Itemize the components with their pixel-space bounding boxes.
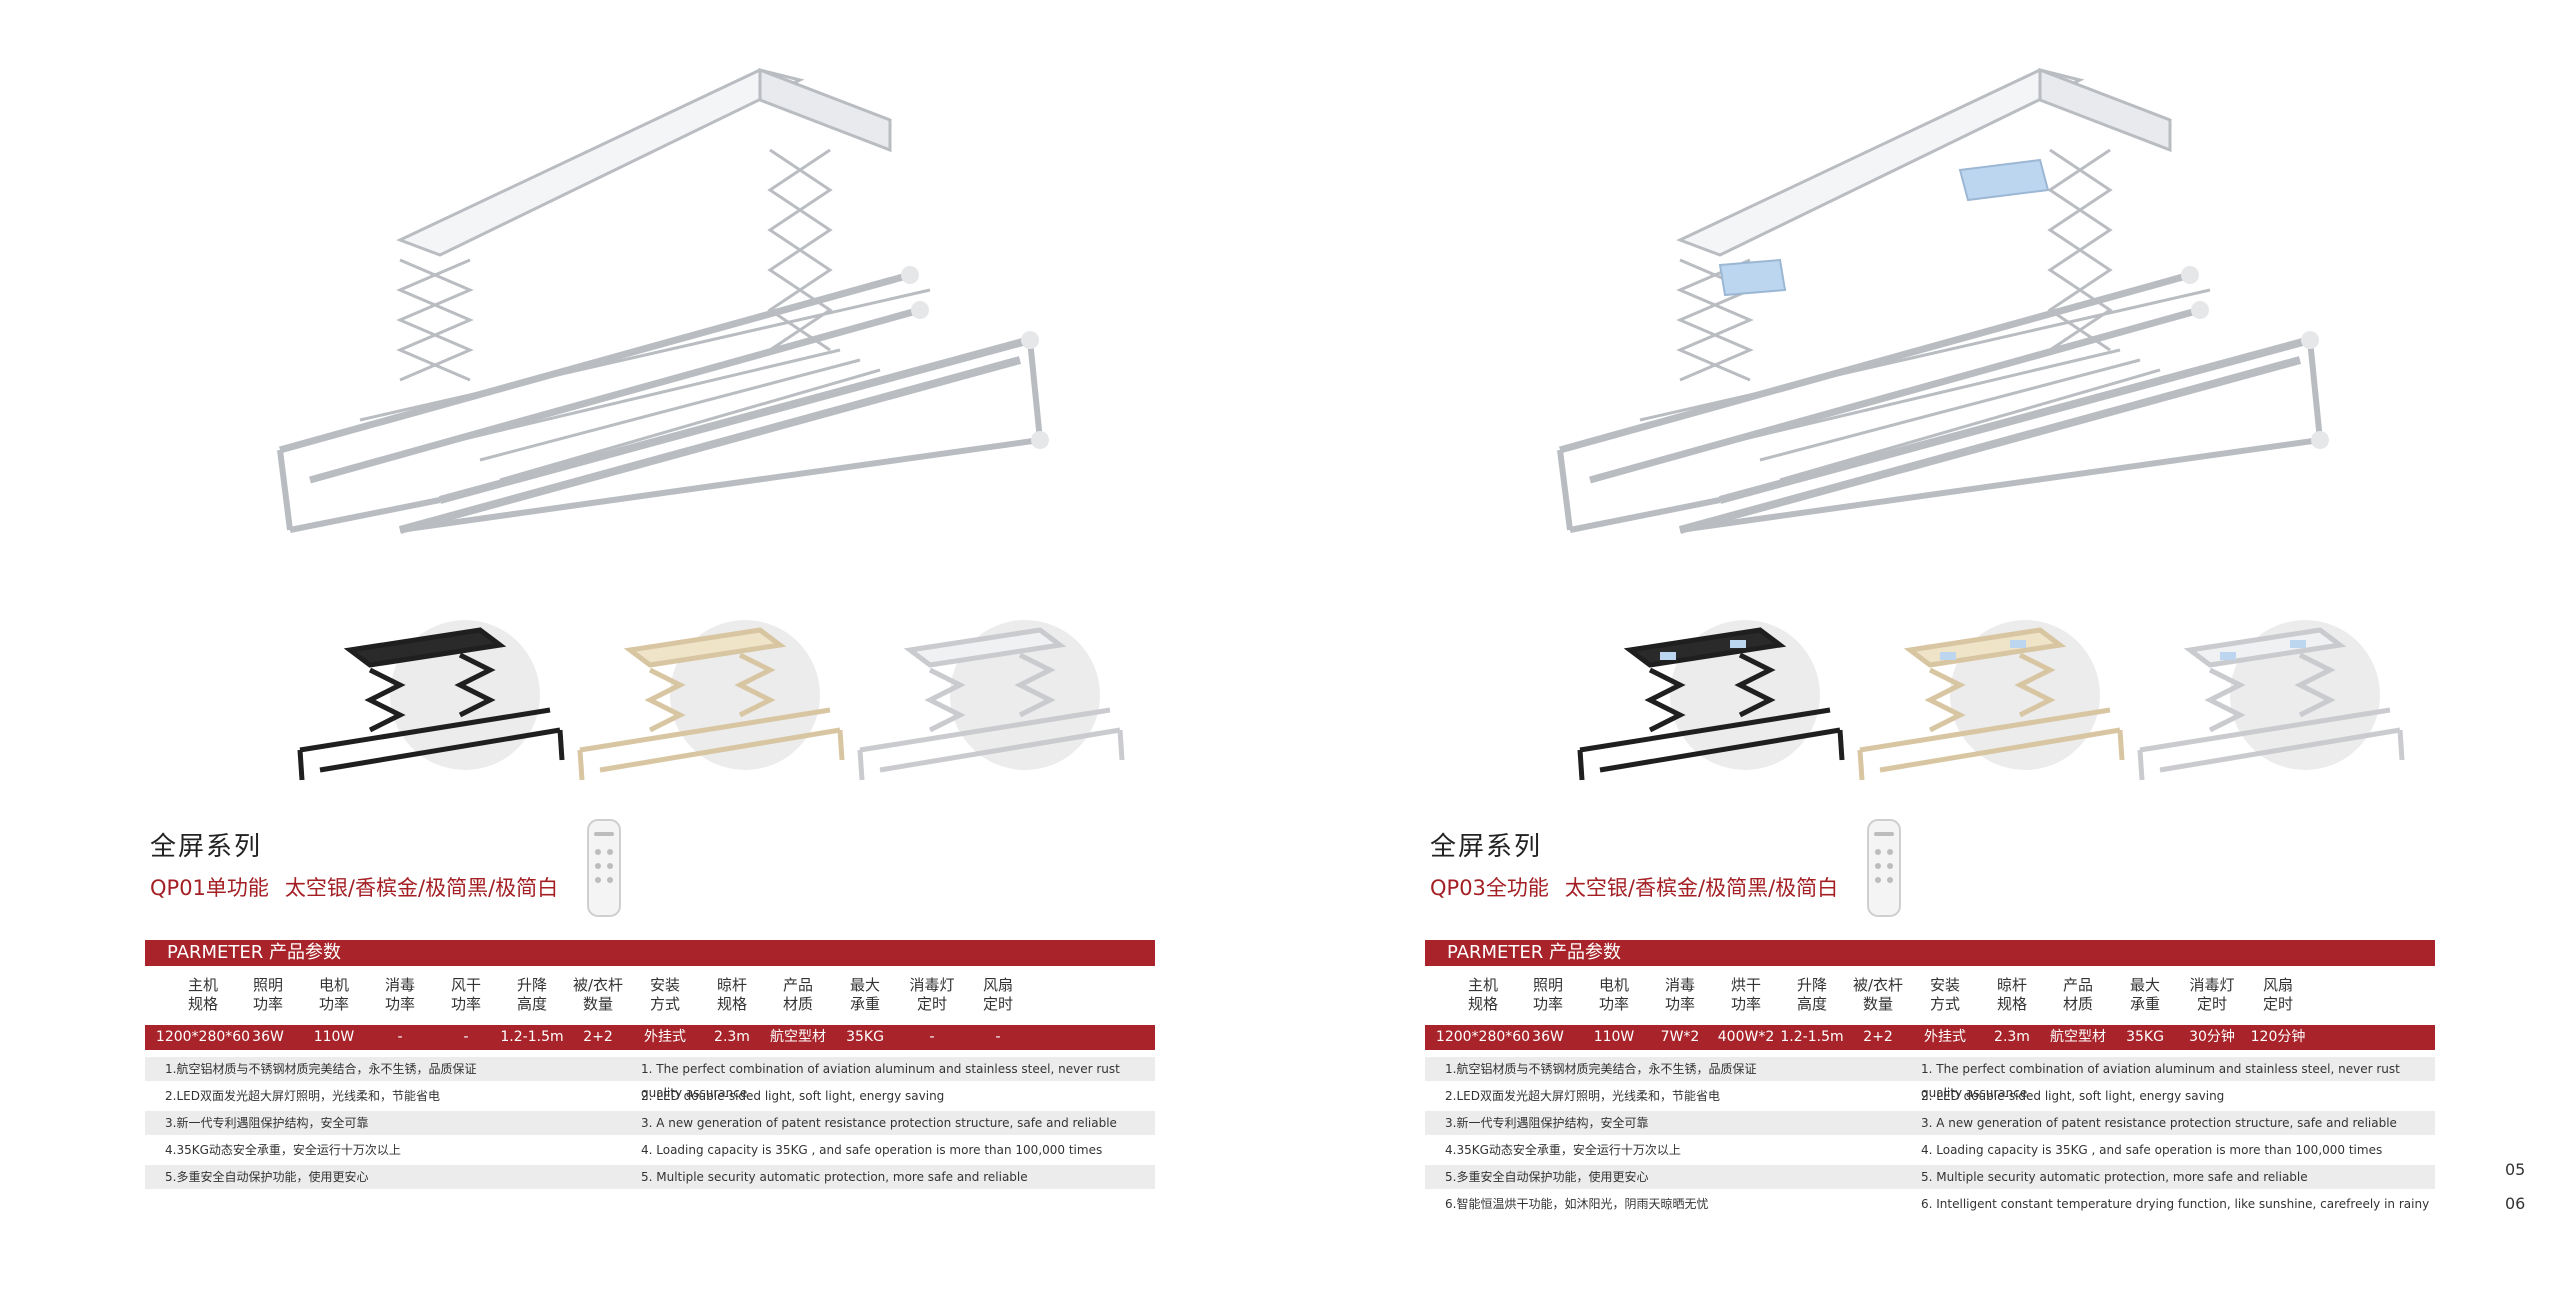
page-right: 全屏系列 QP03全功能太空银/香槟金/极简黑/极简白 PARMETER 产品参… bbox=[1280, 0, 2560, 1296]
spec-cell: 36W bbox=[1532, 1029, 1564, 1045]
variant-champagne-gold bbox=[570, 600, 870, 800]
parameter-bar: PARMETER 产品参数 bbox=[1425, 940, 2435, 966]
col-header: 电机功率 bbox=[318, 976, 349, 1013]
col-header: 消毒功率 bbox=[384, 976, 415, 1013]
spec-row bbox=[1425, 1025, 2435, 1050]
col-header: 升降高度 bbox=[516, 976, 547, 1013]
spec-cell: 7W*2 bbox=[1660, 1029, 1700, 1045]
spec-cell: - bbox=[995, 1029, 1001, 1045]
variant-champagne-gold bbox=[1850, 600, 2150, 800]
spec-cell: - bbox=[397, 1029, 403, 1045]
variant-space-silver bbox=[2130, 600, 2430, 800]
variant-space-silver bbox=[850, 600, 1150, 800]
col-header: 照明功率 bbox=[1532, 976, 1563, 1013]
spec-cell: 1200*280*60 bbox=[1435, 1029, 1531, 1045]
color-options: 太空银/香槟金/极简黑/极简白 bbox=[284, 876, 559, 900]
model-name: QP01单功能 bbox=[150, 876, 269, 900]
remote-control-icon bbox=[1867, 819, 1901, 917]
col-header: 升降高度 bbox=[1796, 976, 1827, 1013]
spec-cell: 1200*280*60 bbox=[155, 1029, 251, 1045]
col-header: 烘干功率 bbox=[1730, 976, 1761, 1013]
spec-cell: 400W*2 bbox=[1717, 1029, 1775, 1045]
spec-cell: 120分钟 bbox=[2250, 1029, 2306, 1045]
spec-cell: 1.2-1.5m bbox=[500, 1029, 564, 1045]
page-left: 全屏系列 QP01单功能太空银/香槟金/极简黑/极简白 PARMETER 产品参… bbox=[145, 67, 1230, 1189]
spec-cell: 外挂式 bbox=[644, 1029, 686, 1045]
col-header: 晾杆规格 bbox=[716, 976, 747, 1013]
spec-cell: 30分钟 bbox=[2189, 1029, 2235, 1045]
model-name: QP03全功能 bbox=[1430, 876, 1549, 900]
col-header: 产品材质 bbox=[2062, 976, 2093, 1013]
col-header: 风干功率 bbox=[450, 976, 481, 1013]
spec-cell: - bbox=[929, 1029, 935, 1045]
col-header: 产品材质 bbox=[782, 976, 813, 1013]
col-header: 消毒灯定时 bbox=[2189, 976, 2235, 1013]
spec-cell: 110W bbox=[1593, 1029, 1635, 1045]
spec-cell: 1.2-1.5m bbox=[1780, 1029, 1844, 1045]
model-line: QP03全功能太空银/香槟金/极简黑/极简白 bbox=[1430, 872, 1838, 902]
page-number: 06 bbox=[2505, 1194, 2526, 1213]
col-header: 晾杆规格 bbox=[1996, 976, 2027, 1013]
spec-cell: 2.3m bbox=[714, 1029, 750, 1045]
spec-cell: 36W bbox=[252, 1029, 284, 1045]
col-header: 被/衣杆数量 bbox=[572, 976, 624, 1013]
col-header: 被/衣杆数量 bbox=[1852, 976, 1904, 1013]
series-title: 全屏系列 bbox=[150, 832, 263, 862]
remote-control-icon bbox=[587, 819, 621, 917]
spec-cell: 航空型材 bbox=[2050, 1029, 2106, 1045]
col-header: 风扇定时 bbox=[2262, 976, 2293, 1013]
variant-black bbox=[1570, 600, 1870, 800]
spec-cell: 2+2 bbox=[1863, 1029, 1893, 1045]
spec-cell: - bbox=[463, 1029, 469, 1045]
col-header: 最大承重 bbox=[2129, 976, 2160, 1013]
parameter-bar: PARMETER 产品参数 bbox=[145, 940, 1155, 966]
col-header: 照明功率 bbox=[252, 976, 283, 1013]
page-number: 05 bbox=[2505, 1160, 2526, 1179]
model-line: QP01单功能太空银/香槟金/极简黑/极简白 bbox=[150, 872, 558, 902]
spec-cell: 2+2 bbox=[583, 1029, 613, 1045]
spec-cell: 35KG bbox=[2126, 1029, 2164, 1045]
col-header: 安装方式 bbox=[1929, 976, 1960, 1013]
col-header: 最大承重 bbox=[849, 976, 880, 1013]
spec-row bbox=[145, 1025, 1155, 1050]
color-options: 太空银/香槟金/极简黑/极简白 bbox=[1564, 876, 1839, 900]
color-variants bbox=[1570, 600, 2510, 800]
col-header: 消毒灯定时 bbox=[909, 976, 955, 1013]
variant-black bbox=[290, 600, 590, 800]
spec-cell: 2.3m bbox=[1994, 1029, 2030, 1045]
spec-cell: 35KG bbox=[846, 1029, 884, 1045]
col-header: 安装方式 bbox=[649, 976, 680, 1013]
col-header: 风扇定时 bbox=[982, 976, 1013, 1013]
spec-cell: 航空型材 bbox=[770, 1029, 826, 1045]
series-title: 全屏系列 bbox=[1430, 832, 1543, 862]
drying-rack-hero-illustration bbox=[277, 67, 1049, 534]
spec-cell: 外挂式 bbox=[1924, 1029, 1966, 1045]
drying-rack-hero-illustration bbox=[1557, 67, 2329, 534]
spec-cell: 110W bbox=[313, 1029, 355, 1045]
col-header: 电机功率 bbox=[1598, 976, 1629, 1013]
col-header: 主机规格 bbox=[1467, 976, 1498, 1013]
col-header: 主机规格 bbox=[187, 976, 218, 1013]
col-header: 消毒功率 bbox=[1664, 976, 1695, 1013]
color-variants bbox=[290, 600, 1230, 800]
